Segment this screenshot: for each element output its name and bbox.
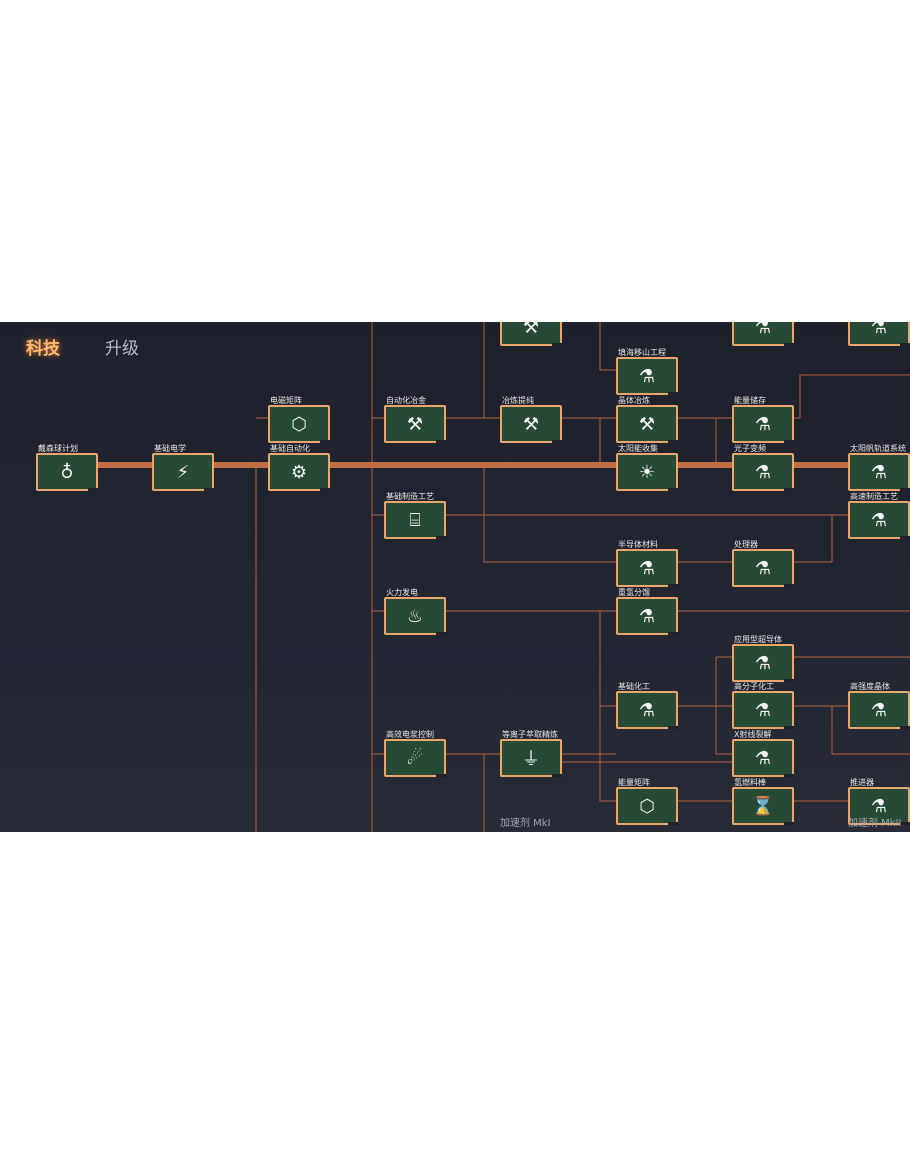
tech-node[interactable]: 重氢分馏 ⚗ <box>616 588 678 635</box>
power-plant-icon: ♨ <box>406 605 424 627</box>
tech-node[interactable]: 高效电浆控制 ☄ <box>384 730 446 777</box>
tech-node[interactable]: 氢燃料棒 ⌛ <box>732 778 794 825</box>
fuel-rod-icon: ⌛ <box>751 795 775 817</box>
refinery-icon: ⏚ <box>522 749 540 770</box>
tech-node[interactable]: X射线裂解 ⚗ <box>732 730 794 777</box>
tech-node[interactable]: 能量矩阵 ⬡ <box>616 778 678 825</box>
tech-node-label: 高速制造工艺 <box>850 492 898 501</box>
flask-icon: ⚗ <box>870 795 888 817</box>
flask-icon: ⚗ <box>638 699 656 721</box>
tech-node[interactable]: 基础电学 ⚡ <box>152 444 214 491</box>
flask-icon: ⚗ <box>754 413 772 435</box>
tech-node[interactable]: 填海移山工程 ⚗ <box>616 348 678 395</box>
tech-node[interactable]: 基础制造工艺 ⌸ <box>384 492 446 539</box>
tech-node-label: 晶体冶炼 <box>618 396 650 405</box>
tech-node-label: X射线裂解 <box>734 730 772 739</box>
tech-node[interactable]: 处理器 ⚗ <box>732 540 794 587</box>
tech-node[interactable]: ⚗ <box>732 322 794 346</box>
tech-node-label: 能量矩阵 <box>618 778 650 787</box>
tech-node-label: 等离子萃取精炼 <box>502 730 558 739</box>
automation-icon: ⚙ <box>290 461 308 483</box>
tech-node[interactable]: 能量储存 ⚗ <box>732 396 794 443</box>
tech-node-label: 填海移山工程 <box>618 348 666 357</box>
tech-node[interactable]: 高速制造工艺 ⚗ <box>848 492 910 539</box>
tech-node-label: 处理器 <box>734 540 758 549</box>
flask-icon: ⚗ <box>754 461 772 483</box>
tech-node[interactable]: 推进器 ⚗ <box>848 778 910 825</box>
anvil-icon: ⚒ <box>406 413 424 435</box>
tech-node[interactable]: 应用型超导体 ⚗ <box>732 635 794 682</box>
anvil-icon: ⚒ <box>522 413 540 435</box>
tech-node-label: 高分子化工 <box>734 682 774 691</box>
tech-node-label: 太阳帆轨道系统 <box>850 444 906 453</box>
tech-node[interactable]: 冶炼提纯 ⚒ <box>500 396 562 443</box>
tech-node-label: 高强度晶体 <box>850 682 890 691</box>
tech-node-label: 基础电学 <box>154 444 186 453</box>
flask-icon: ⚗ <box>870 322 888 338</box>
flask-icon: ⚗ <box>638 557 656 579</box>
tech-node-label: 基础自动化 <box>270 444 310 453</box>
flask-icon: ⚗ <box>754 747 772 769</box>
plasma-icon: ☄ <box>406 747 424 769</box>
electric-icon: ⚡ <box>176 461 190 483</box>
tech-node[interactable]: 光子变频 ⚗ <box>732 444 794 491</box>
tech-node[interactable]: 半导体材料 ⚗ <box>616 540 678 587</box>
tech-node[interactable]: ⚗ <box>848 322 910 346</box>
tech-node-label: 高效电浆控制 <box>386 730 434 739</box>
tech-node[interactable]: 高强度晶体 ⚗ <box>848 682 910 729</box>
flask-icon: ⚗ <box>754 557 772 579</box>
tech-node[interactable]: 基础自动化 ⚙ <box>268 444 330 491</box>
tech-node-label: 冶炼提纯 <box>502 396 534 405</box>
tech-node[interactable]: 自动化冶金 ⚒ <box>384 396 446 443</box>
tech-node[interactable]: 基础化工 ⚗ <box>616 682 678 729</box>
matrix-icon: ⬡ <box>291 413 307 435</box>
anvil-icon: ⚒ <box>638 413 656 435</box>
dyson-icon: ♁ <box>60 461 74 483</box>
tech-node[interactable]: 太阳帆轨道系统 ⚗ <box>848 444 910 491</box>
tech-node-label: 自动化冶金 <box>386 396 426 405</box>
flask-icon: ⚗ <box>754 652 772 674</box>
tech-node[interactable]: 火力发电 ♨ <box>384 588 446 635</box>
tech-node[interactable]: 等离子萃取精炼 ⏚ <box>500 730 562 777</box>
sun-icon: ☀ <box>638 461 656 483</box>
tab-technology[interactable]: 科技 <box>26 339 60 359</box>
tools-icon: ⚒ <box>522 322 540 338</box>
tech-node-label: 半导体材料 <box>618 540 658 549</box>
tech-node-label: 光子变频 <box>734 444 766 453</box>
tech-node[interactable]: 电磁矩阵 ⬡ <box>268 396 330 443</box>
tech-node-label: 氢燃料棒 <box>734 778 766 787</box>
flask-icon: ⚗ <box>870 461 888 483</box>
tech-node[interactable]: ⚒ <box>500 322 562 346</box>
tech-node[interactable]: 太阳能收集 ☀ <box>616 444 678 491</box>
tech-node-label: 能量储存 <box>734 396 766 405</box>
tech-node-label: 火力发电 <box>386 588 418 597</box>
assembler-icon: ⌸ <box>409 509 421 531</box>
flask-icon: ⚗ <box>870 699 888 721</box>
flask-icon: ⚗ <box>754 322 772 338</box>
tech-node-label: 基础化工 <box>618 682 650 691</box>
tech-node-label: 戴森球计划 <box>38 444 78 453</box>
tech-node-label: 电磁矩阵 <box>270 396 302 405</box>
matrix-icon: ⬡ <box>639 795 655 817</box>
tech-node-label: 重氢分馏 <box>618 588 650 597</box>
tab-upgrade[interactable]: 升级 <box>105 339 139 359</box>
tech-node-label: 应用型超导体 <box>734 635 782 644</box>
tech-node[interactable]: 晶体冶炼 ⚒ <box>616 396 678 443</box>
tech-node[interactable]: 戴森球计划 ♁ <box>36 444 98 491</box>
tech-node[interactable]: 高分子化工 ⚗ <box>732 682 794 729</box>
tech-node-label: 基础制造工艺 <box>386 492 434 501</box>
tech-tree-panel[interactable]: 科技 升级 戴森球计划 ♁ 基础电学 ⚡ 电磁矩阵 ⬡ 基础自动化 ⚙ 自动化冶金 ⚒ 基础制造工艺… <box>0 322 910 832</box>
tech-node-label: 太阳能收集 <box>618 444 658 453</box>
flask-icon: ⚗ <box>638 365 656 387</box>
flask-icon: ⚗ <box>638 605 656 627</box>
tech-node-label: 推进器 <box>850 778 874 787</box>
footer-label-accelerant-mk1: 加速剂 MkI <box>500 818 551 829</box>
flask-icon: ⚗ <box>754 699 772 721</box>
flask-icon: ⚗ <box>870 509 888 531</box>
footer-label-accelerant-mk2: 加速剂 MkII <box>848 818 902 829</box>
